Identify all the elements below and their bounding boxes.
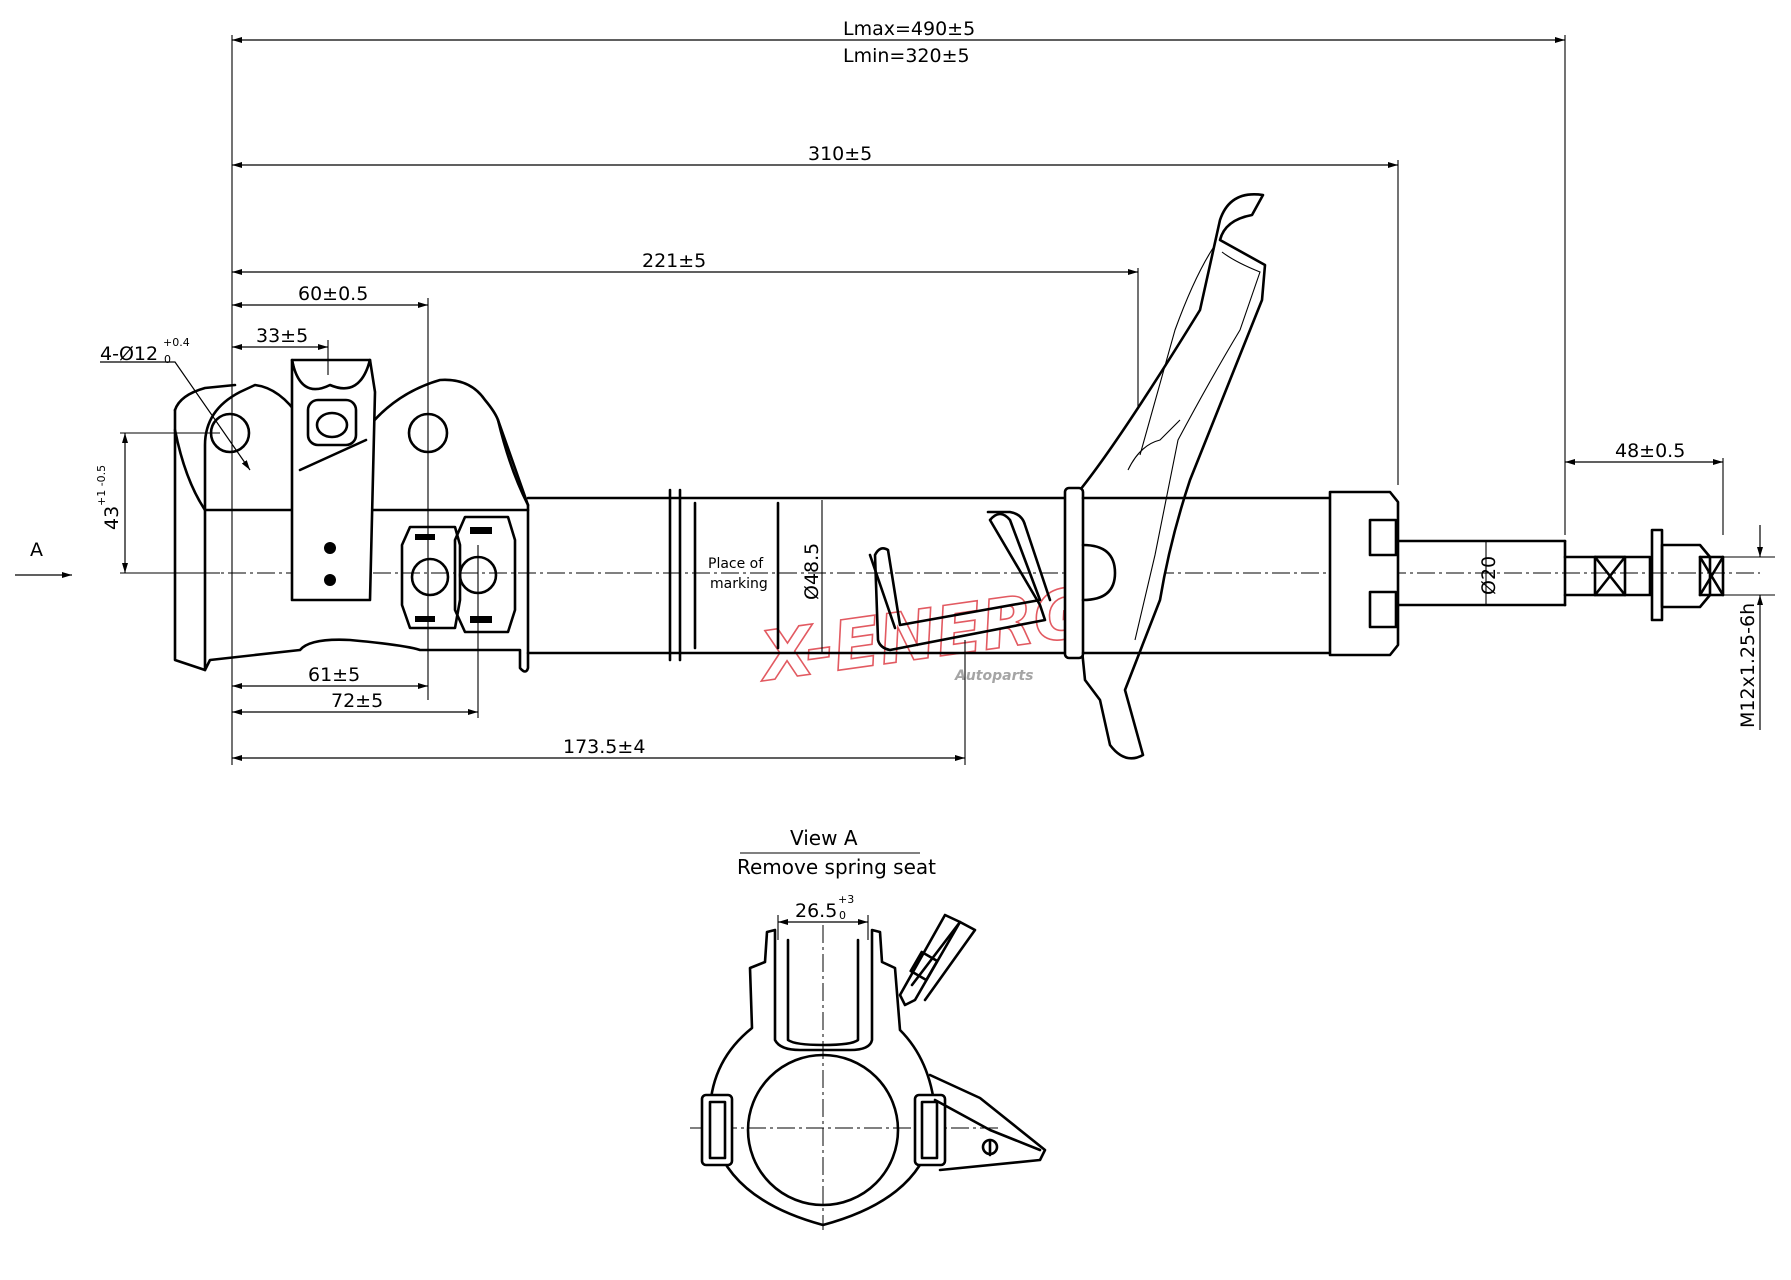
mount-hole-1 (209, 412, 251, 454)
holes-leader (100, 361, 251, 471)
dim-60-label: 60±0.5 (298, 283, 368, 305)
nut (1660, 543, 1712, 609)
dim-72-label: 72±5 (331, 690, 383, 712)
dim-33-label: 33±5 (256, 325, 308, 347)
knuckle-bracket (203, 358, 530, 673)
view-a-right-ear (913, 1093, 947, 1167)
dim-26-label: 26.5 (795, 900, 837, 922)
dim-48-label: 48±0.5 (1615, 440, 1685, 462)
holes-callout-sub: 0 (164, 353, 171, 366)
dim-phi48-label: Ø48.5 (801, 543, 823, 600)
bracket-pin (290, 358, 377, 602)
dim-thread-label: M12x1.25-6h (1737, 603, 1759, 728)
dim-61-label: 61±5 (308, 664, 360, 686)
view-a-arm (928, 1073, 1047, 1172)
dimension-labels: Lmax=490±5 Lmin=320±5 310±5 221±5 60±0.5… (95, 18, 1759, 758)
dim-26-sub: 0 (839, 909, 846, 922)
pin-slot (306, 398, 358, 447)
hose-bracket (873, 512, 1047, 652)
dim-173-label: 173.5±4 (563, 736, 645, 758)
seat-ring (1063, 486, 1085, 660)
dim-26-sup: +3 (838, 893, 854, 906)
marking-label-1: Place of (708, 556, 764, 572)
dim-lmin-label: Lmin=320±5 (843, 45, 970, 67)
washer (1650, 528, 1664, 622)
rod-thread (1563, 555, 1652, 597)
dim-310-label: 310±5 (808, 143, 872, 165)
dim-phi20-label: Ø20 (1478, 556, 1500, 595)
view-a-title: View A (790, 826, 858, 850)
view-a-arrow-label: A (30, 539, 43, 561)
dim-lmax-label: Lmax=490±5 (843, 18, 975, 40)
top-cap (1328, 490, 1400, 657)
view-a-tube (746, 1053, 900, 1207)
bracket-bolt-1 (400, 525, 462, 630)
view-a-arrow: A (15, 539, 72, 578)
holes-callout-sup: +0.4 (163, 336, 190, 349)
dim-43-label: 43 (101, 506, 123, 530)
bracket-bolt-2 (453, 515, 517, 634)
view-a-left-ear (700, 1093, 734, 1167)
view-a: View A Remove spring seat 26.5 +3 0 (690, 826, 1047, 1230)
mount-hole-2 (407, 412, 449, 454)
watermark-sub: Autoparts (954, 668, 1034, 684)
holes-callout-label: 4-Ø12 (100, 343, 158, 365)
dimension-lines (100, 37, 1763, 761)
view-a-subtitle: Remove spring seat (737, 855, 936, 879)
marking-label-2: marking (710, 576, 768, 592)
dim-221-label: 221±5 (642, 250, 706, 272)
dim-43-tol: +1 -0.5 (95, 465, 108, 506)
strut-side-view: Place of marking Ø48.5 Ø20 (170, 192, 1760, 760)
